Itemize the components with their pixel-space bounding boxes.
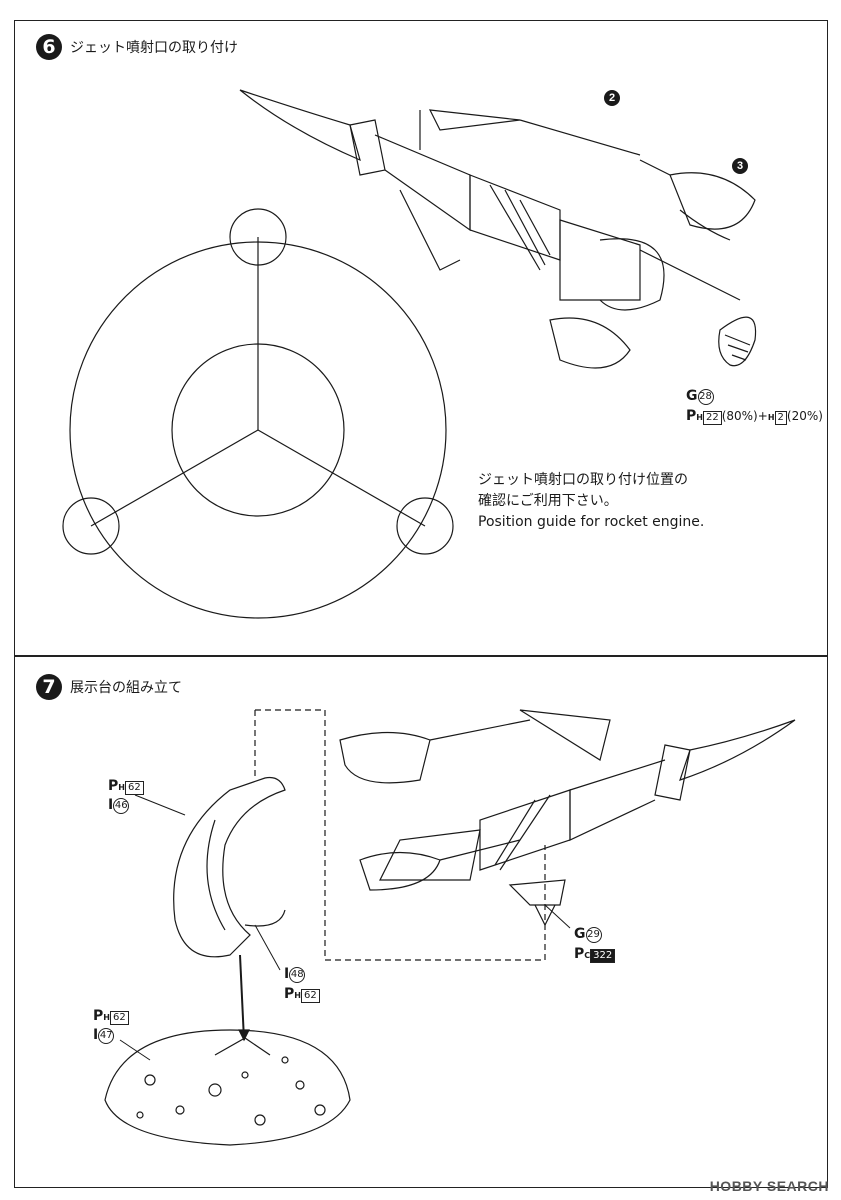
paint-p: P [574, 946, 585, 962]
display-stand-illustration [173, 776, 286, 1042]
rocket-illustration-step6 [239, 89, 757, 369]
part-number: 46 [113, 797, 130, 814]
paint-p: P [284, 986, 295, 1002]
step7-title: 展示台の組み立て [70, 680, 182, 696]
paint-code: 322 [590, 949, 616, 963]
paint-pct-2: (20%) [786, 409, 823, 423]
part-number: 47 [98, 1027, 115, 1044]
paint-code-2: 2 [774, 411, 787, 425]
step6-number: 6 [36, 34, 62, 60]
ref-badge-3: 3 [732, 158, 748, 174]
step7-number: 7 [36, 674, 62, 700]
note-line-3: Position guide for rocket engine. [478, 514, 705, 530]
part-letter: G [686, 388, 698, 404]
paint-code: 62 [300, 989, 320, 1003]
part-letter: I [93, 1027, 99, 1043]
dashed-guide-lines [254, 709, 546, 961]
paint-p: P [108, 778, 119, 794]
paint-h: H [696, 413, 703, 422]
hobby-search-watermark: HOBBY SEARCH [709, 1178, 829, 1194]
position-guide-note: ジェット噴射口の取り付け位置の 確認にご利用下さい。 Position guid… [478, 470, 704, 533]
position-guide-diagram [62, 208, 454, 619]
step6-header: 6 ジェット噴射口の取り付け [36, 34, 238, 60]
callout-lines [119, 794, 571, 1061]
paint-code-1: 22 [702, 411, 722, 425]
part-letter: G [574, 926, 586, 942]
step6-frame [14, 20, 828, 656]
paint-pct-1: (80%) [721, 409, 758, 423]
part-number: 48 [289, 966, 306, 983]
paint-h2: H [767, 413, 775, 422]
paint-p: P [686, 408, 697, 424]
step6-title: ジェット噴射口の取り付け [70, 40, 238, 56]
step7-frame [14, 656, 828, 1188]
note-line-1: ジェット噴射口の取り付け位置の [478, 472, 688, 488]
part-number: 28 [697, 388, 714, 405]
ref-badge-2: 2 [604, 90, 620, 106]
paint-p: P [93, 1008, 104, 1024]
paint-c: C [584, 951, 591, 960]
display-base-illustration [104, 1029, 351, 1146]
paint-h: H [294, 991, 301, 1000]
paint-plus: + [757, 409, 768, 423]
paint-code: 62 [109, 1011, 129, 1025]
note-line-2: 確認にご利用下さい。 [478, 493, 618, 509]
paint-code: 62 [124, 781, 144, 795]
part-letter: I [108, 797, 114, 813]
step7-header: 7 展示台の組み立て [36, 674, 182, 700]
rocket-illustration-step7 [339, 709, 796, 927]
paint-h: H [103, 1013, 110, 1022]
part-number: 29 [585, 926, 602, 943]
paint-h: H [118, 783, 125, 792]
part-letter: I [284, 966, 290, 982]
